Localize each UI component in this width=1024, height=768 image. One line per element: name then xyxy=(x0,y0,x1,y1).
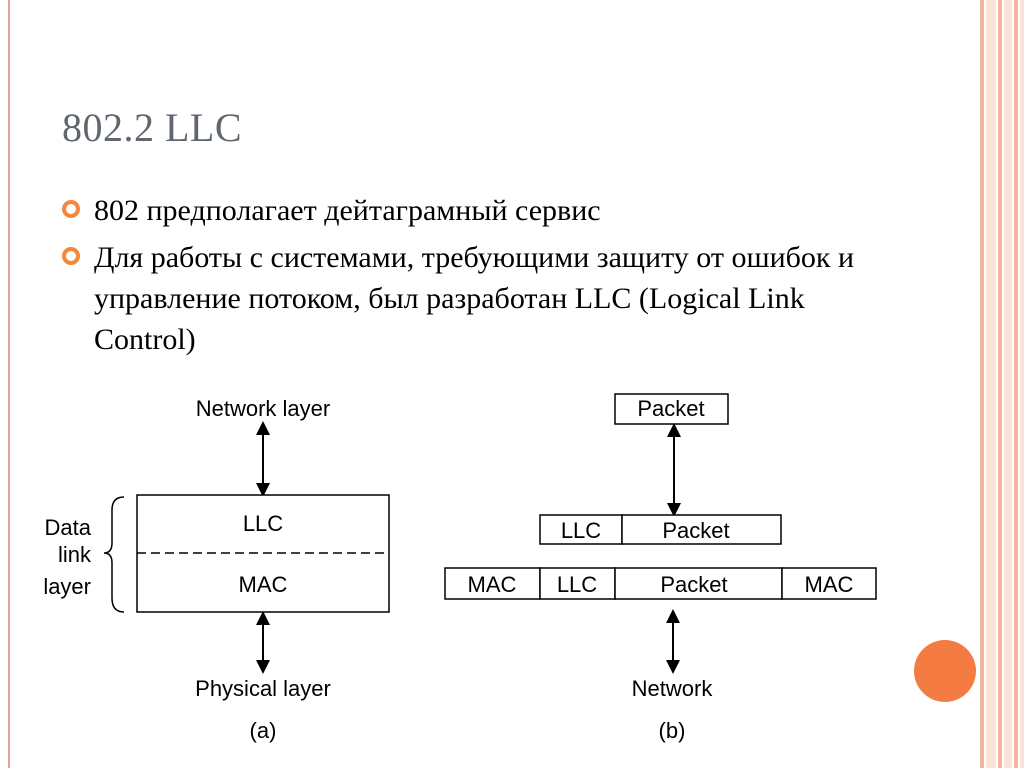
decorative-orange-circle xyxy=(914,640,976,702)
right-stripe-5 xyxy=(1014,0,1018,768)
caption-a: (a) xyxy=(250,718,277,743)
row1-packet-label: Packet xyxy=(662,518,729,543)
network-layer-label: Network layer xyxy=(196,396,330,421)
right-stripe-3 xyxy=(998,0,1002,768)
right-stripe-2 xyxy=(986,0,996,768)
network-label: Network xyxy=(632,676,714,701)
caption-b: (b) xyxy=(659,718,686,743)
bullet-list: 802 предполагает дейтаграмный сервис Для… xyxy=(62,190,882,366)
packet-box-label: Packet xyxy=(637,396,704,421)
row1-llc-label: LLC xyxy=(561,518,601,543)
brace-label-line-2: link xyxy=(58,542,92,567)
mac-sublayer-label: MAC xyxy=(239,572,288,597)
slide-title: 802.2 LLC xyxy=(62,105,243,150)
row2-packet-cell xyxy=(614,567,783,600)
bullet-text: Для работы с системами, требующими защит… xyxy=(94,241,855,356)
right-stripe-4 xyxy=(1004,0,1012,768)
row2-mac-header-cell xyxy=(444,567,541,600)
bullet-text: 802 предполагает дейтаграмный сервис xyxy=(94,194,601,227)
physical-layer-label: Physical layer xyxy=(195,676,331,701)
row2-packet-label: Packet xyxy=(660,572,727,597)
right-stripe-1 xyxy=(980,0,984,768)
row1-packet-cell xyxy=(621,514,782,545)
brace-label-line-1: Data xyxy=(45,515,92,540)
row2-mac-header-label: MAC xyxy=(468,572,517,597)
brace-label-line-3: layer xyxy=(43,574,91,599)
brace-icon xyxy=(103,496,125,613)
row2-mac-trailer-cell xyxy=(781,567,877,600)
row2-mac-trailer-label: MAC xyxy=(805,572,854,597)
packet-box xyxy=(614,393,729,425)
bullet-item: Для работы с системами, требующими защит… xyxy=(62,237,882,360)
slide-frame-line xyxy=(8,0,978,768)
row2-llc-label: LLC xyxy=(557,572,597,597)
bullet-item: 802 предполагает дейтаграмный сервис xyxy=(62,190,882,231)
right-stripe-6 xyxy=(1020,0,1024,768)
llc-diagram: Network layer LLC MAC Data link layer Ph… xyxy=(43,393,877,743)
bullet-circle-icon xyxy=(62,247,80,265)
llc-sublayer-label: LLC xyxy=(243,511,283,536)
diagram-b: Packet LLC Packet MAC LLC Packet MAC Net… xyxy=(444,393,877,743)
row2-llc-cell xyxy=(539,567,616,600)
diagram-a: Network layer LLC MAC Data link layer Ph… xyxy=(43,396,390,743)
bullet-circle-icon xyxy=(62,200,80,218)
